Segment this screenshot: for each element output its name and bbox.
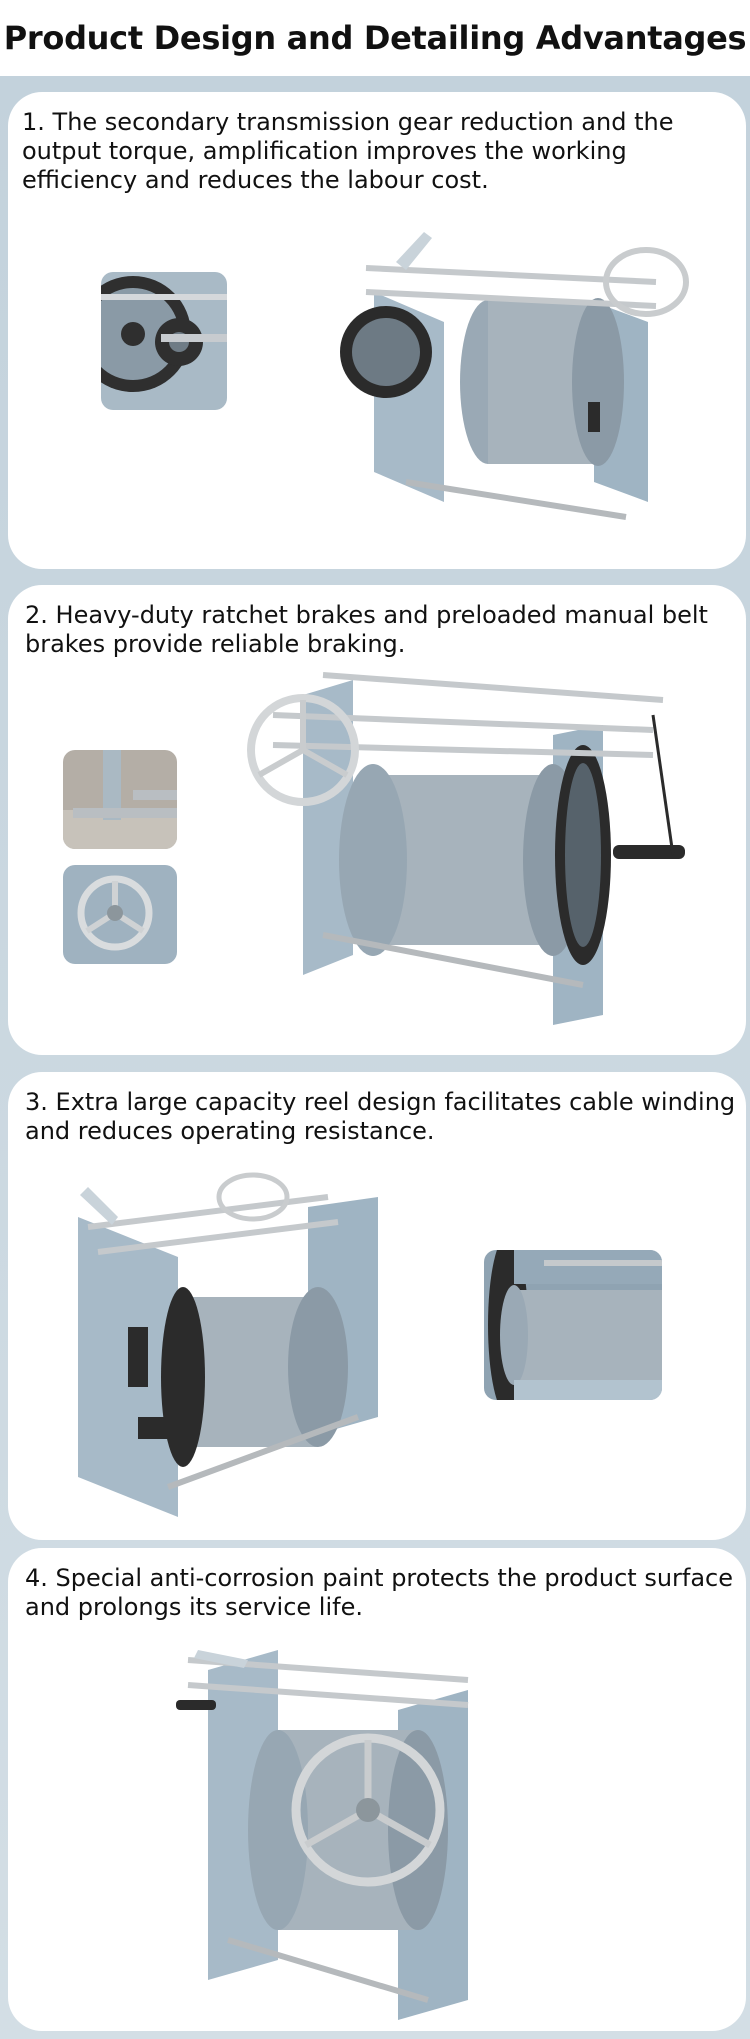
section-heading-1: 1. The secondary transmission gear reduc… — [22, 108, 674, 194]
section-card-3: 3. Extra large capacity reel design faci… — [8, 1072, 746, 1540]
page-title: Product Design and Detailing Advantages — [3, 19, 747, 57]
section-card-1: 1. The secondary transmission gear reduc… — [8, 92, 746, 569]
section-card-2: 2. Heavy-duty ratchet brakes and preload… — [8, 585, 746, 1055]
handwheel-thumbnail — [63, 865, 177, 964]
reel-closeup-thumbnail — [484, 1250, 662, 1400]
ratchet-brake-thumbnail — [63, 750, 177, 849]
section-card-4: 4. Special anti-corrosion paint protects… — [8, 1548, 746, 2031]
winch-product-image-4 — [168, 1640, 568, 2020]
title-bar: Product Design and Detailing Advantages — [0, 0, 750, 76]
gear-closeup-thumbnail — [101, 272, 227, 410]
section-heading-2: 2. Heavy-duty ratchet brakes and preload… — [25, 601, 708, 658]
winch-product-image-3 — [68, 1147, 398, 1527]
winch-product-image-1 — [326, 172, 706, 552]
winch-product-image-2 — [233, 655, 733, 1040]
section-heading-3: 3. Extra large capacity reel design faci… — [25, 1088, 736, 1145]
section-heading-4: 4. Special anti-corrosion paint protects… — [25, 1564, 734, 1621]
